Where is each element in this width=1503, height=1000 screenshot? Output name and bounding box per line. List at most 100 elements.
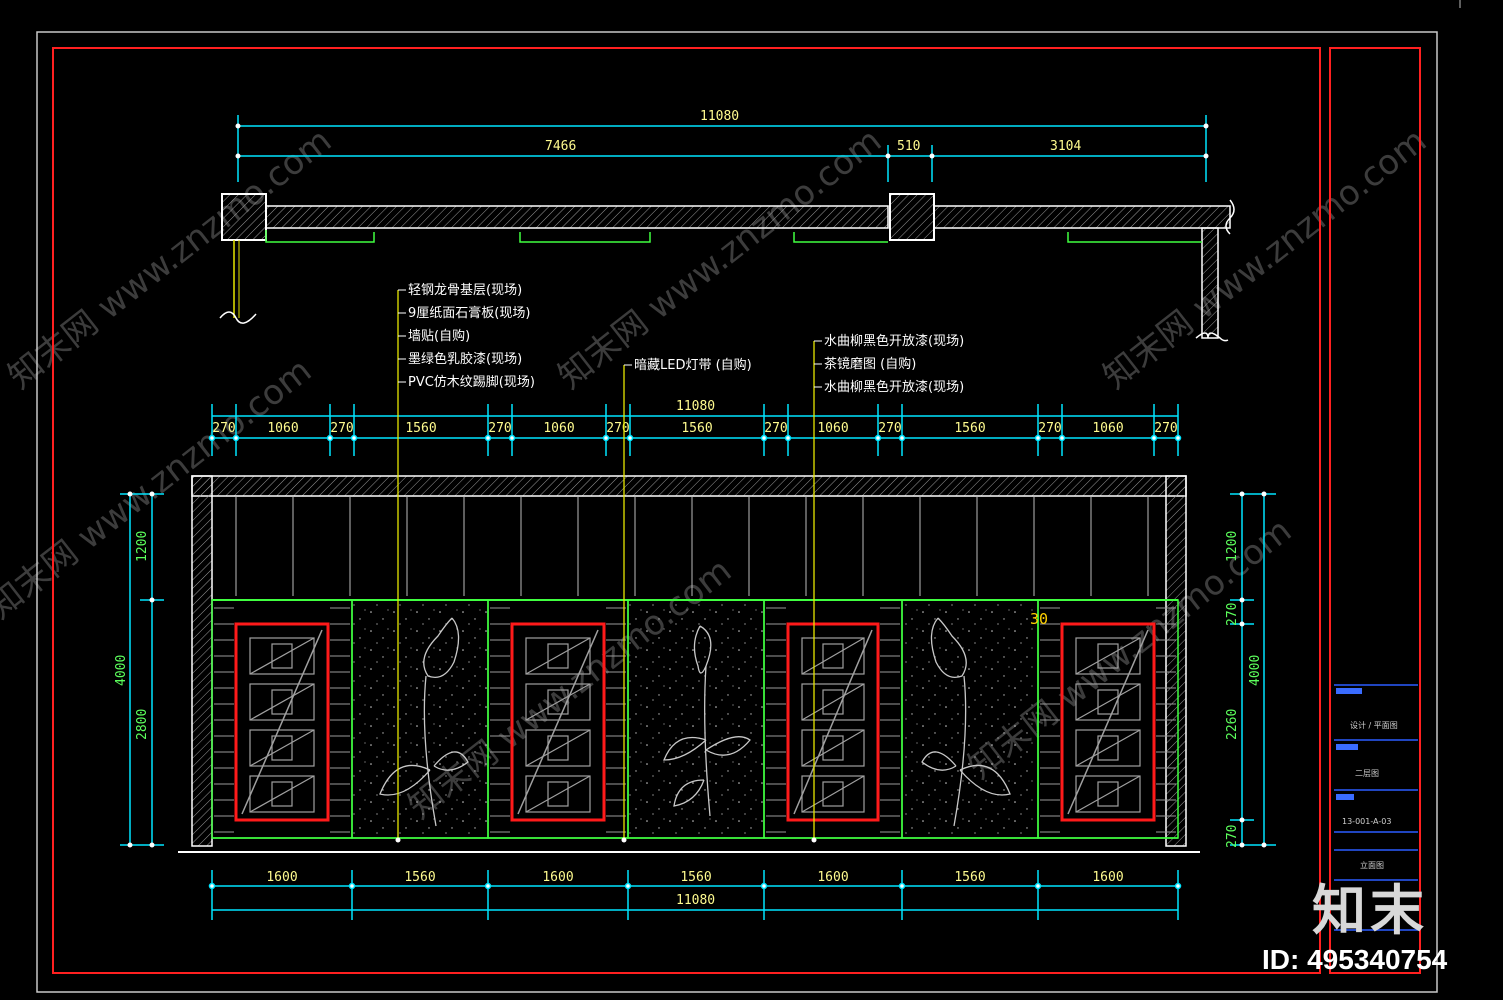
dim-tick-dot: [350, 434, 358, 442]
elevation-top-dim: 270: [764, 421, 787, 436]
wall-elevation: 270 1060 270 1560 270 1060 270 1560 270 1060 270 15…: [114, 283, 1276, 920]
dim-tick-dot: [1150, 434, 1158, 442]
elevation-top-dim: 270: [878, 421, 901, 436]
elevation-bottom-dim: 1560: [954, 870, 985, 885]
flower-motif: [379, 617, 469, 827]
mirror-panel: [901, 599, 1039, 839]
lattice-frame: [510, 622, 606, 822]
dim-tick-dot: [898, 434, 906, 442]
elevation-top-dim: 270: [606, 421, 629, 436]
dim-tick-dot: [484, 434, 492, 442]
floor-plan: 11080 7466 510 3104: [219, 109, 1235, 342]
dim-tick-dot: [508, 434, 516, 442]
dim-tick-dot: [208, 882, 216, 890]
plan-segment-dim: 7466: [545, 139, 576, 154]
plan-segment-dim: 3104: [1050, 139, 1081, 154]
elevation-bottom-total-dim: 11080: [676, 893, 715, 908]
dim-tick-dot: [624, 882, 632, 890]
elevation-top-dim: 1060: [543, 421, 574, 436]
right-total-dim: 4000: [1248, 655, 1263, 686]
dim-tick-dot: [1174, 434, 1182, 442]
dim-tick-dot: [326, 434, 334, 442]
material-note: 9厘纸面石膏板(现场): [408, 305, 530, 321]
material-note: 茶镜磨图 (自购): [824, 356, 916, 372]
inner-frame: [52, 47, 1321, 974]
right-dim: 2260: [1225, 709, 1240, 740]
dim-tick-dot: [484, 882, 492, 890]
material-note: 暗藏LED灯带 (自购): [634, 357, 752, 373]
dim-tick-dot: [1058, 434, 1066, 442]
title-block: 设计 / 平面图 二层图 13-001-A-03 立面图: [1334, 684, 1418, 931]
outer-sheet-border: [36, 31, 1438, 993]
dim-tick-dot: [232, 434, 240, 442]
dim-tick-dot: [1174, 882, 1182, 890]
title-block-row: 立面图: [1360, 860, 1384, 870]
dim-tick-dot: [1034, 882, 1042, 890]
material-note: 墨绿色乳胶漆(现场): [408, 351, 522, 367]
material-note: 水曲柳黑色开放漆(现场): [824, 333, 964, 349]
dim-tick-dot: [602, 434, 610, 442]
title-block-row: 二层图: [1355, 769, 1379, 778]
dim-tick-dot: [760, 434, 768, 442]
watermark-text: 知末网 www.znzmo.com: [1096, 121, 1434, 397]
dim-tick-dot: [208, 434, 216, 442]
elevation-top-dim: 270: [1154, 421, 1177, 436]
elevation-bottom-dim: 1560: [404, 870, 435, 885]
lattice-panel: [1037, 599, 1179, 839]
elevation-bottom-dim: 1600: [266, 870, 297, 885]
elevation-bottom-dim: 1560: [680, 870, 711, 885]
dim-tick-dot: [784, 434, 792, 442]
dim-tick-dot: [348, 882, 356, 890]
column: [889, 193, 935, 241]
material-note: 水曲柳黑色开放漆(现场): [824, 379, 964, 395]
plan-segment-dim: 510: [897, 139, 920, 154]
elevation-top-dim: 270: [330, 421, 353, 436]
elevation-top-total-dim: 11080: [676, 399, 715, 414]
flower-motif: [663, 625, 751, 817]
lattice-panel: [211, 599, 353, 839]
dim-tick-dot: [874, 434, 882, 442]
plan-overall-dim: 11080: [700, 109, 739, 124]
dim-tick-dot: [626, 434, 634, 442]
elevation-top-dim: 270: [1038, 421, 1061, 436]
elevation-bottom-dim: 1600: [1092, 870, 1123, 885]
elevation-top-dim: 270: [488, 421, 511, 436]
lattice-panel: [487, 599, 629, 839]
elevation-bottom-dim: 1600: [542, 870, 573, 885]
elevation-top-dim: 1060: [817, 421, 848, 436]
left-total-dim: 4000: [114, 655, 129, 686]
brand-logo: 知末: [1312, 879, 1428, 942]
dim-tick-dot: [898, 882, 906, 890]
title-block-row: 13-001-A-03: [1342, 817, 1391, 826]
elevation-top-dim: 270: [212, 421, 235, 436]
flower-motif: [921, 617, 1011, 827]
dim-tick-dot: [1034, 434, 1042, 442]
watermark-text: 知末网 www.znzmo.com: [551, 121, 889, 397]
material-note: 墙贴(自购): [408, 328, 470, 344]
left-dim: 1200: [135, 531, 150, 562]
elevation-top-dim: 1560: [954, 421, 985, 436]
elevation-top-dim: 1060: [1092, 421, 1123, 436]
title-block-frame: [1329, 47, 1421, 974]
lattice-panel: [763, 599, 903, 839]
lattice-frame: [786, 622, 880, 822]
panel-index-mark: 30: [1030, 610, 1048, 628]
right-dim: 1200: [1225, 531, 1240, 562]
material-note: PVC仿木纹踢脚(现场): [408, 374, 535, 390]
right-dim: 270: [1225, 825, 1240, 848]
right-dim: 270: [1225, 603, 1240, 626]
mirror-panel: [627, 599, 765, 839]
elevation-top-dim: 1060: [267, 421, 298, 436]
elevation-top-dim: 1560: [681, 421, 712, 436]
elevation-top-dim: 1560: [405, 421, 436, 436]
mirror-panel: [351, 599, 489, 839]
column: [221, 193, 267, 241]
elevation-bottom-dim: 1600: [817, 870, 848, 885]
left-dim: 2800: [135, 709, 150, 740]
lattice-frame: [1060, 622, 1156, 822]
title-block-row: 设计 / 平面图: [1350, 720, 1398, 730]
image-id-label: ID: 495340754: [1262, 944, 1448, 975]
material-note: 轻钢龙骨基层(现场): [408, 283, 522, 298]
dim-tick-dot: [760, 882, 768, 890]
